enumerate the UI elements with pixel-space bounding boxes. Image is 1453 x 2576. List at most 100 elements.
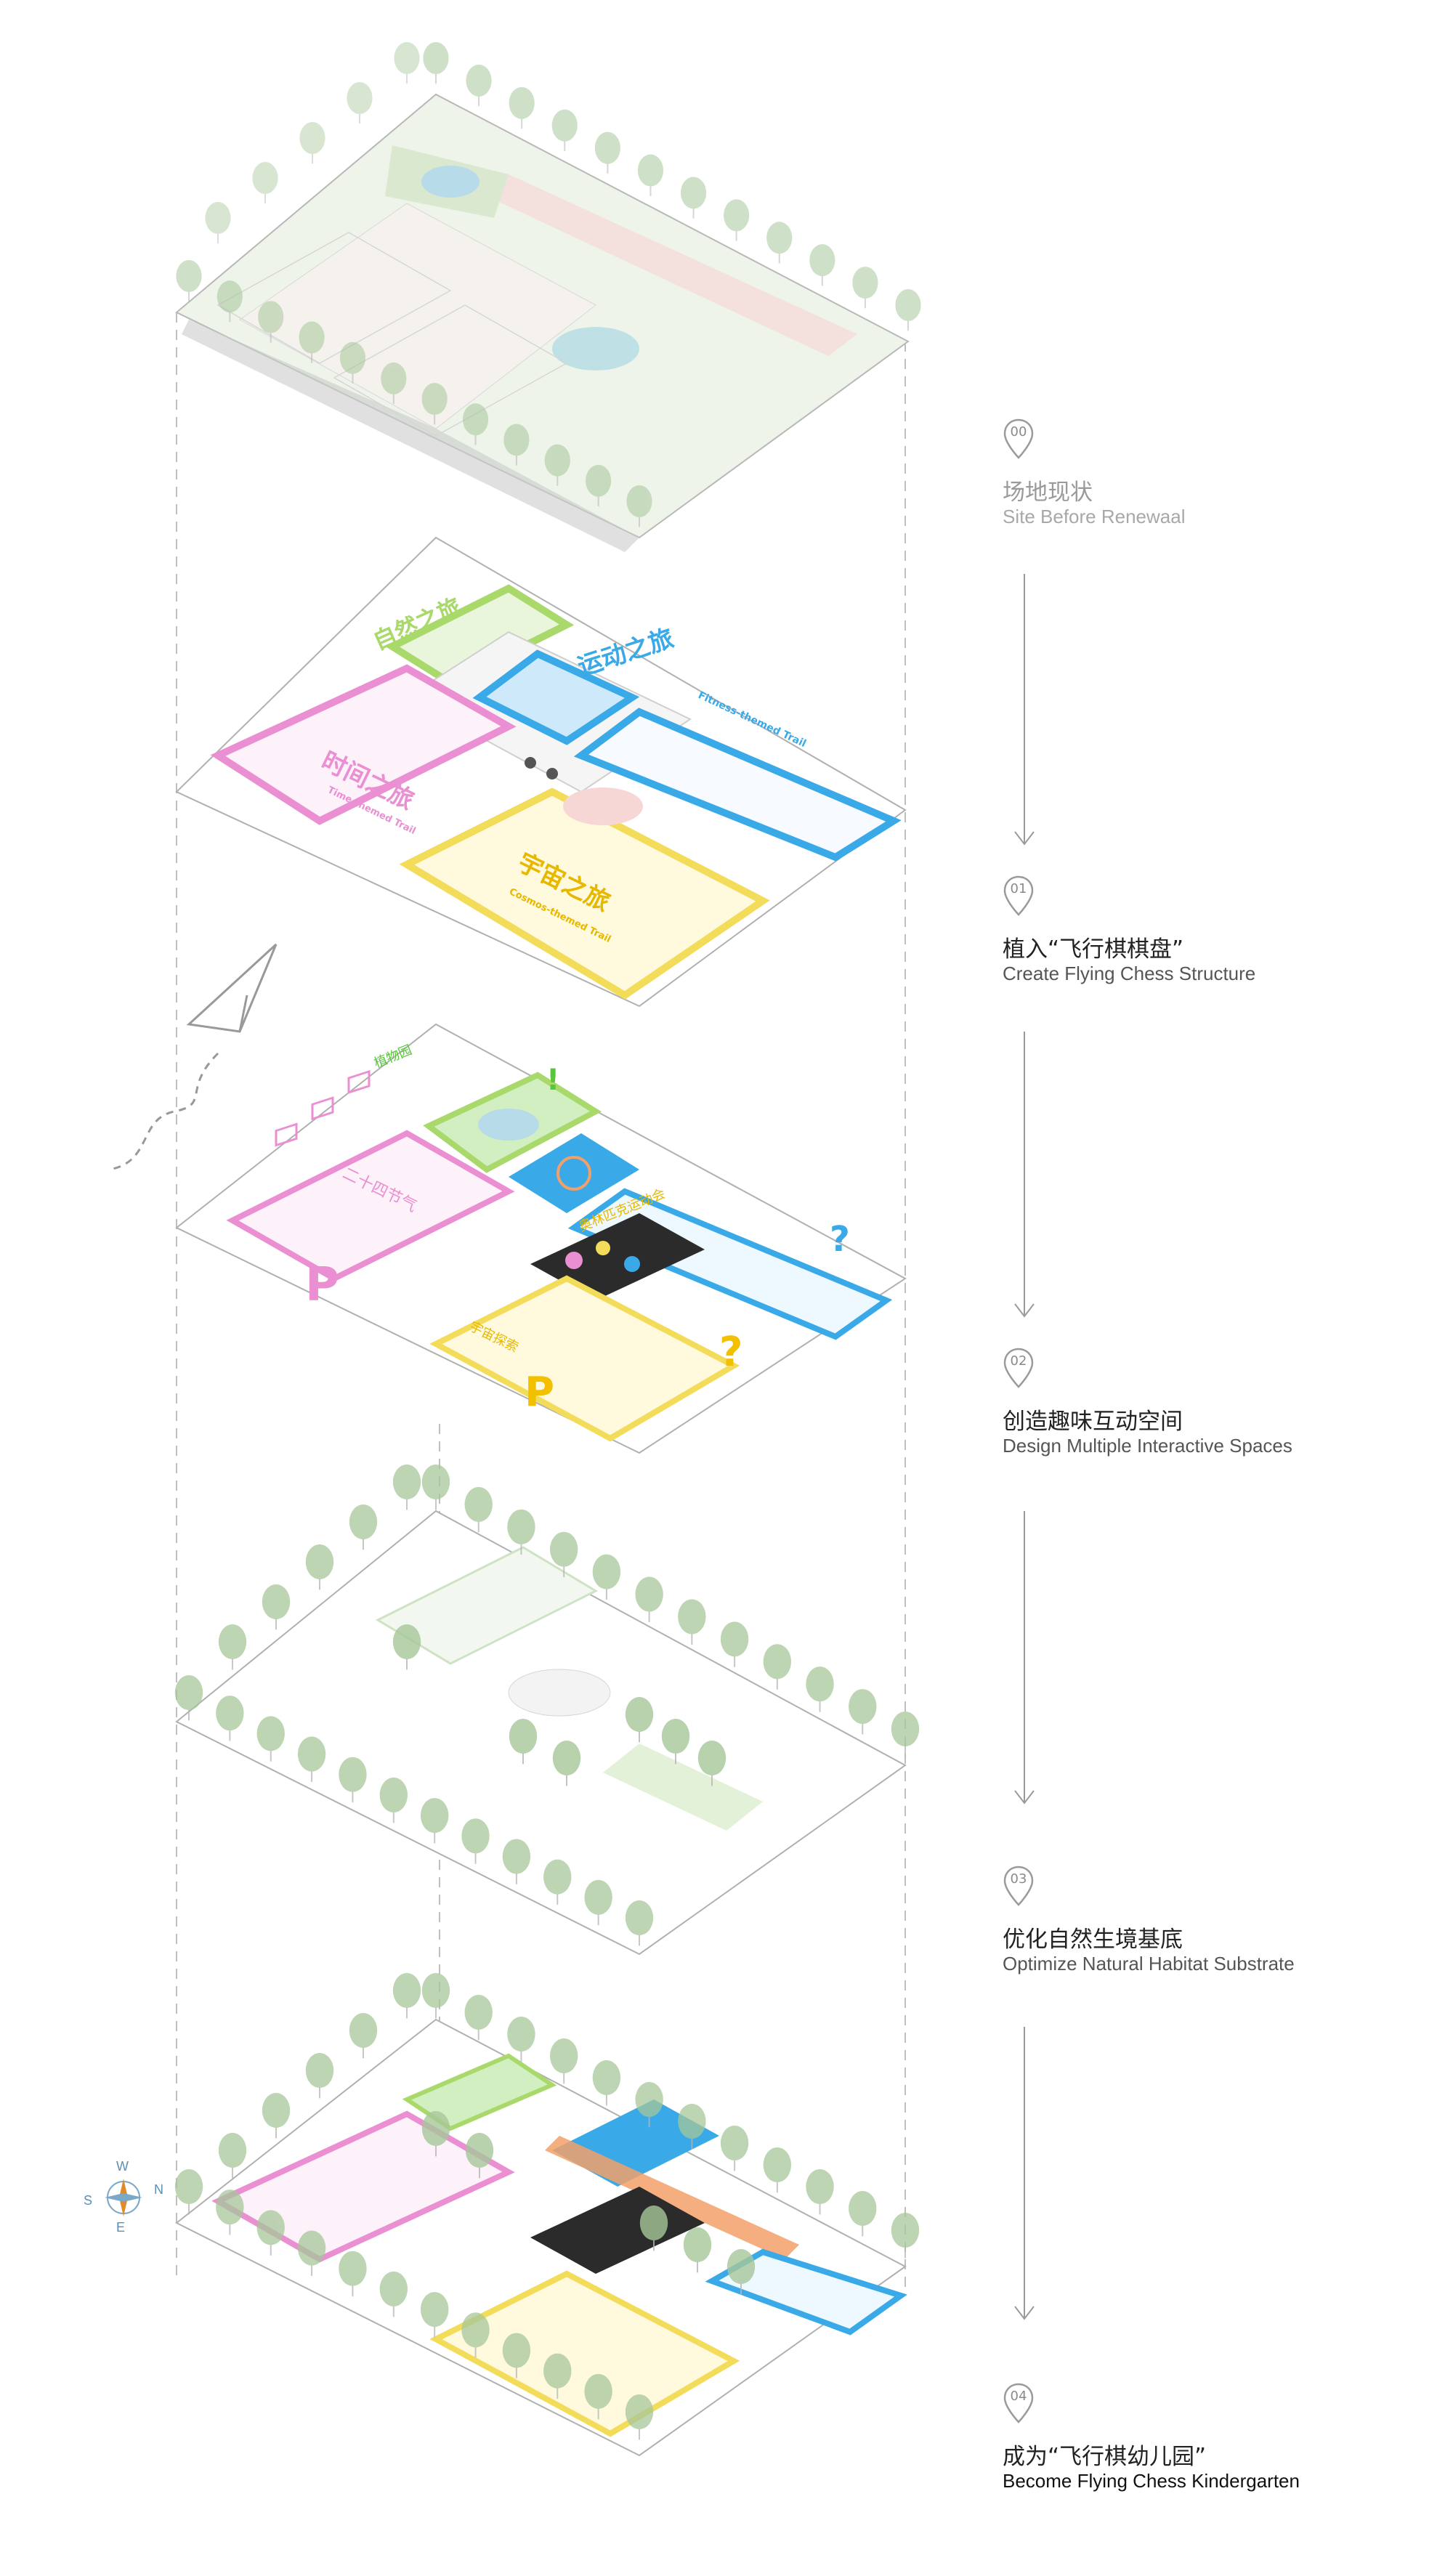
down-arrow-icon (1014, 2027, 1035, 2320)
tree-icon (849, 2191, 877, 2237)
tree-icon (305, 2053, 334, 2099)
tree-icon (256, 2210, 285, 2256)
tree-icon (347, 82, 373, 124)
tree-icon (724, 199, 750, 241)
tree-icon (592, 1554, 621, 1600)
tree-icon (464, 1486, 493, 1533)
tree-icon (420, 1798, 449, 1844)
step-title-zh: 成为“飞行棋幼儿园” (1003, 2444, 1207, 2470)
tree-icon (551, 109, 578, 151)
compass-e: E (116, 2220, 125, 2235)
tree-icon (549, 1531, 578, 1578)
tree-icon (720, 2126, 749, 2171)
tree-icon (586, 464, 612, 507)
tree-icon (726, 2249, 756, 2295)
step-number: 00 (1010, 424, 1027, 440)
tree-icon (465, 2133, 494, 2179)
tree-icon (218, 1624, 247, 1670)
tree-icon (421, 1973, 450, 2019)
step-number: 02 (1010, 1353, 1027, 1369)
tree-icon (464, 1995, 493, 2041)
tree-icon (763, 1644, 792, 1690)
tree-icon (766, 222, 793, 264)
down-arrow-icon (1014, 574, 1035, 846)
tree-icon (299, 122, 325, 164)
down-arrow-icon (1014, 1511, 1035, 1805)
tree-icon (392, 1624, 421, 1670)
tree-icon (256, 1716, 285, 1762)
tree-icon (891, 2213, 920, 2259)
layer-chess-structure (175, 536, 907, 1008)
tree-icon (661, 1719, 690, 1765)
tree-icon (262, 2093, 291, 2139)
tree-icon (379, 1777, 408, 1823)
existing-building-blocks (216, 232, 568, 437)
tree-icon (421, 1465, 450, 1510)
tree-icon (852, 267, 878, 309)
tree-icon (849, 1689, 877, 1735)
step-title-zh: 优化自然生境基底 (1003, 1927, 1183, 1953)
tree-icon (635, 1576, 663, 1622)
tree-icon (891, 1712, 920, 1757)
tree-icon (461, 1818, 490, 1864)
exclamation-green: ! (546, 1064, 559, 1097)
step-title-en: Design Multiple Interactive Spaces (1003, 1435, 1292, 1457)
tree-icon (763, 2147, 792, 2193)
tree-icon (549, 2038, 578, 2084)
parking-p-yellow: P (525, 1369, 554, 1416)
tree-icon (806, 1666, 834, 1712)
tree-icon (252, 162, 278, 204)
tree-icon (809, 244, 835, 286)
step-title-en: Create Flying Chess Structure (1003, 963, 1256, 984)
tree-icon (299, 321, 325, 363)
tree-icon (625, 2394, 654, 2440)
tree-icon (507, 1509, 535, 1555)
tree-icon (635, 2082, 663, 2128)
tree-icon (507, 2017, 535, 2062)
tree-icon (421, 383, 448, 425)
compass-w: W (116, 2159, 129, 2174)
tree-icon (678, 1599, 706, 1645)
tree-icon (381, 362, 407, 405)
tree-icon (543, 1859, 572, 1905)
tree-icon (625, 1900, 654, 1946)
question-mark-yellow: ? (719, 1329, 742, 1376)
down-arrow-icon (1014, 1032, 1035, 1318)
tree-icon (594, 131, 620, 174)
tree-icon (625, 1697, 654, 1743)
tree-icon (592, 2060, 621, 2106)
tree-icon (339, 341, 366, 384)
step-title-en: Become Flying Chess Kindergarten (1003, 2470, 1300, 2492)
compass-n: N (154, 2182, 163, 2197)
location-pin-icon (1003, 418, 1034, 459)
tree-icon (176, 260, 202, 302)
compass-s: S (84, 2193, 92, 2208)
tree-icon (258, 301, 284, 343)
tree-icon (509, 1719, 538, 1765)
tree-icon (392, 1973, 421, 2019)
tree-icon (697, 1741, 726, 1786)
tree-icon (462, 403, 489, 445)
tree-icon (502, 1839, 531, 1884)
tree-icon (262, 1584, 291, 1630)
tree-icon (349, 2013, 378, 2059)
tree-icon (218, 2133, 247, 2179)
tree-icon (626, 485, 652, 527)
step-number: 03 (1010, 1871, 1027, 1887)
tree-icon (683, 2227, 712, 2273)
tree-icon (339, 2251, 367, 2297)
step-number: 04 (1010, 2389, 1027, 2404)
tree-icon (349, 1504, 378, 1550)
chess-grid-cells (275, 1069, 371, 1147)
tree-icon (205, 202, 231, 244)
tree-icon (466, 64, 492, 107)
tree-icon (461, 2312, 490, 2358)
tree-icon (543, 2353, 572, 2399)
step-number: 01 (1010, 881, 1027, 896)
compass-icon (105, 2179, 142, 2216)
tree-icon (420, 2292, 449, 2338)
layer-natural-habitat (175, 1510, 907, 1956)
tree-icon (806, 2169, 834, 2215)
